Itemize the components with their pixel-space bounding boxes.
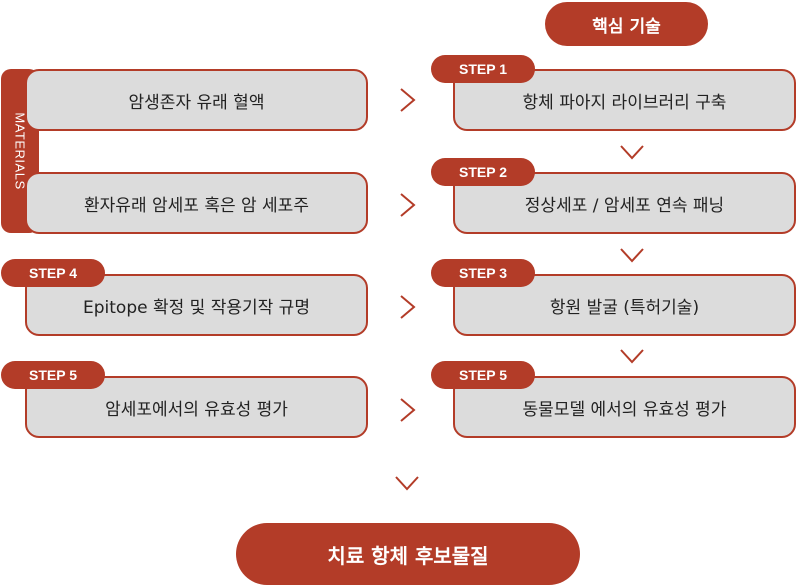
step5-left-tab-label: STEP 5 [29, 367, 77, 383]
material-cancer-cells-box: 환자유래 암세포 혹은 암 세포주 [25, 172, 368, 234]
step3-text: 항원 발굴 (특허기술) [549, 297, 700, 318]
material-cancer-cells-text: 환자유래 암세포 혹은 암 세포주 [84, 195, 309, 216]
step5-right-tab-label: STEP 5 [459, 367, 507, 383]
chevron-down-icon [619, 247, 645, 263]
chevron-right-icon [399, 294, 417, 320]
chevron-down-icon [619, 144, 645, 160]
step5-left-box: 암세포에서의 유효성 평가 [25, 376, 368, 438]
material-blood-box: 암생존자 유래 혈액 [25, 69, 368, 131]
step5-left-tab: STEP 5 [1, 361, 105, 389]
chevron-right-icon [399, 397, 417, 423]
chevron-right-icon [399, 87, 417, 113]
core-tech-label: 핵심 기술 [592, 16, 661, 37]
step5-right-tab: STEP 5 [431, 361, 535, 389]
step5-right-text: 동물모델 에서의 유효성 평가 [522, 399, 727, 420]
step5-left-text: 암세포에서의 유효성 평가 [105, 399, 288, 420]
chevron-right-icon [399, 192, 417, 218]
step3-tab: STEP 3 [431, 259, 535, 287]
step1-text: 항체 파아지 라이브러리 구축 [522, 92, 727, 113]
step3-tab-label: STEP 3 [459, 265, 507, 281]
result-label: 치료 항체 후보물질 [327, 543, 489, 568]
step2-text: 정상세포 / 암세포 연속 패닝 [524, 195, 725, 216]
step1-tab: STEP 1 [431, 55, 535, 83]
step4-text: Epitope 확정 및 작용기작 규명 [83, 297, 310, 318]
step1-tab-label: STEP 1 [459, 61, 507, 77]
step4-tab-label: STEP 4 [29, 265, 77, 281]
step2-tab-label: STEP 2 [459, 164, 507, 180]
step1-box: 항체 파아지 라이브러리 구축 [453, 69, 796, 131]
chevron-down-icon [619, 348, 645, 364]
result-pill: 치료 항체 후보물질 [236, 523, 580, 585]
material-blood-text: 암생존자 유래 혈액 [128, 92, 265, 113]
materials-label: MATERIALS [12, 112, 28, 190]
step2-tab: STEP 2 [431, 158, 535, 186]
chevron-down-icon [394, 475, 420, 491]
core-tech-header: 핵심 기술 [545, 2, 708, 46]
step4-tab: STEP 4 [1, 259, 105, 287]
